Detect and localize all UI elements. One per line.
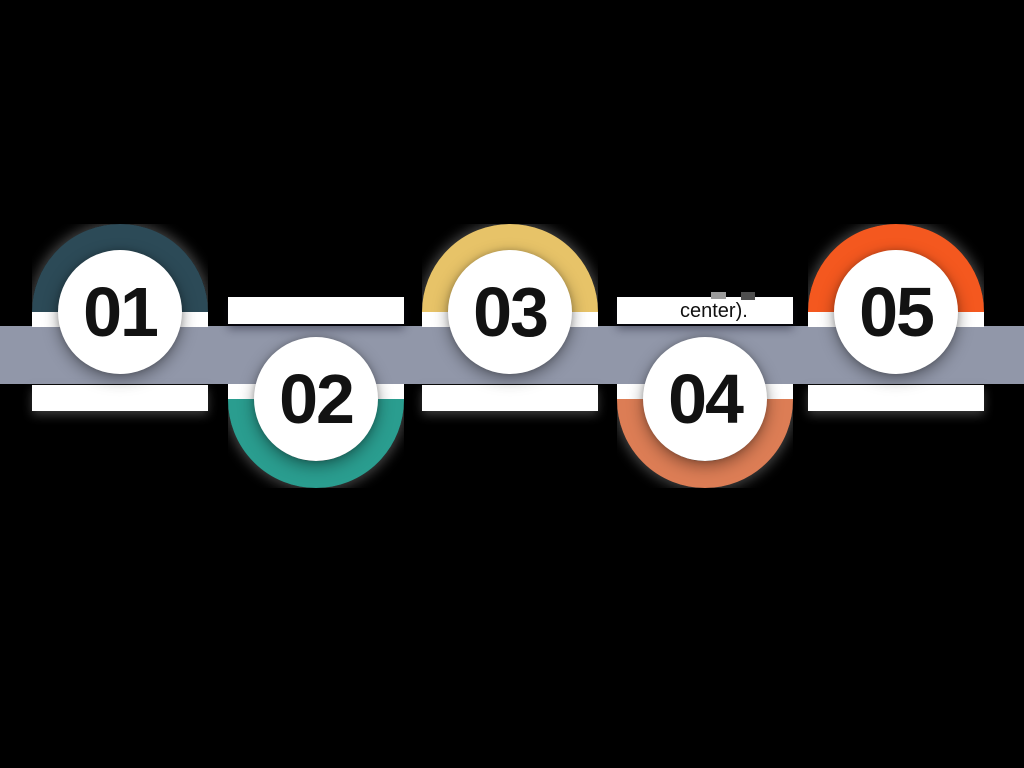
step-04-circle: 04 xyxy=(643,337,767,461)
step-01-number: 01 xyxy=(83,273,159,351)
step-05-number: 05 xyxy=(859,273,935,351)
step-03: 03 xyxy=(422,0,598,768)
artifact-smudge-dark xyxy=(741,292,755,300)
step-01-connector-tab xyxy=(32,385,208,411)
step-05-ring xyxy=(808,224,984,313)
step-05: 05 xyxy=(808,0,984,768)
step-03-number: 03 xyxy=(473,273,549,351)
step-02-circle: 02 xyxy=(254,337,378,461)
step-02-number: 02 xyxy=(279,360,355,438)
step-04-ring xyxy=(617,399,793,488)
artifact-smudge-light xyxy=(711,292,726,299)
step-02-connector-tab xyxy=(228,297,404,324)
step-03-connector-tab xyxy=(422,385,598,411)
step-04-connector-tab xyxy=(617,297,793,324)
step-02-ring xyxy=(228,399,404,488)
step-01-ring xyxy=(32,224,208,313)
step-01-circle: 01 xyxy=(58,250,182,374)
step-02: 02 xyxy=(228,0,404,768)
step-01: 01 xyxy=(32,0,208,768)
step-05-connector-tab xyxy=(808,385,984,411)
step-04: 04 xyxy=(617,0,793,768)
step-04-number: 04 xyxy=(668,360,744,438)
artifact-text-center: center). xyxy=(680,300,748,322)
step-03-ring xyxy=(422,224,598,313)
step-03-circle: 03 xyxy=(448,250,572,374)
step-05-circle: 05 xyxy=(834,250,958,374)
